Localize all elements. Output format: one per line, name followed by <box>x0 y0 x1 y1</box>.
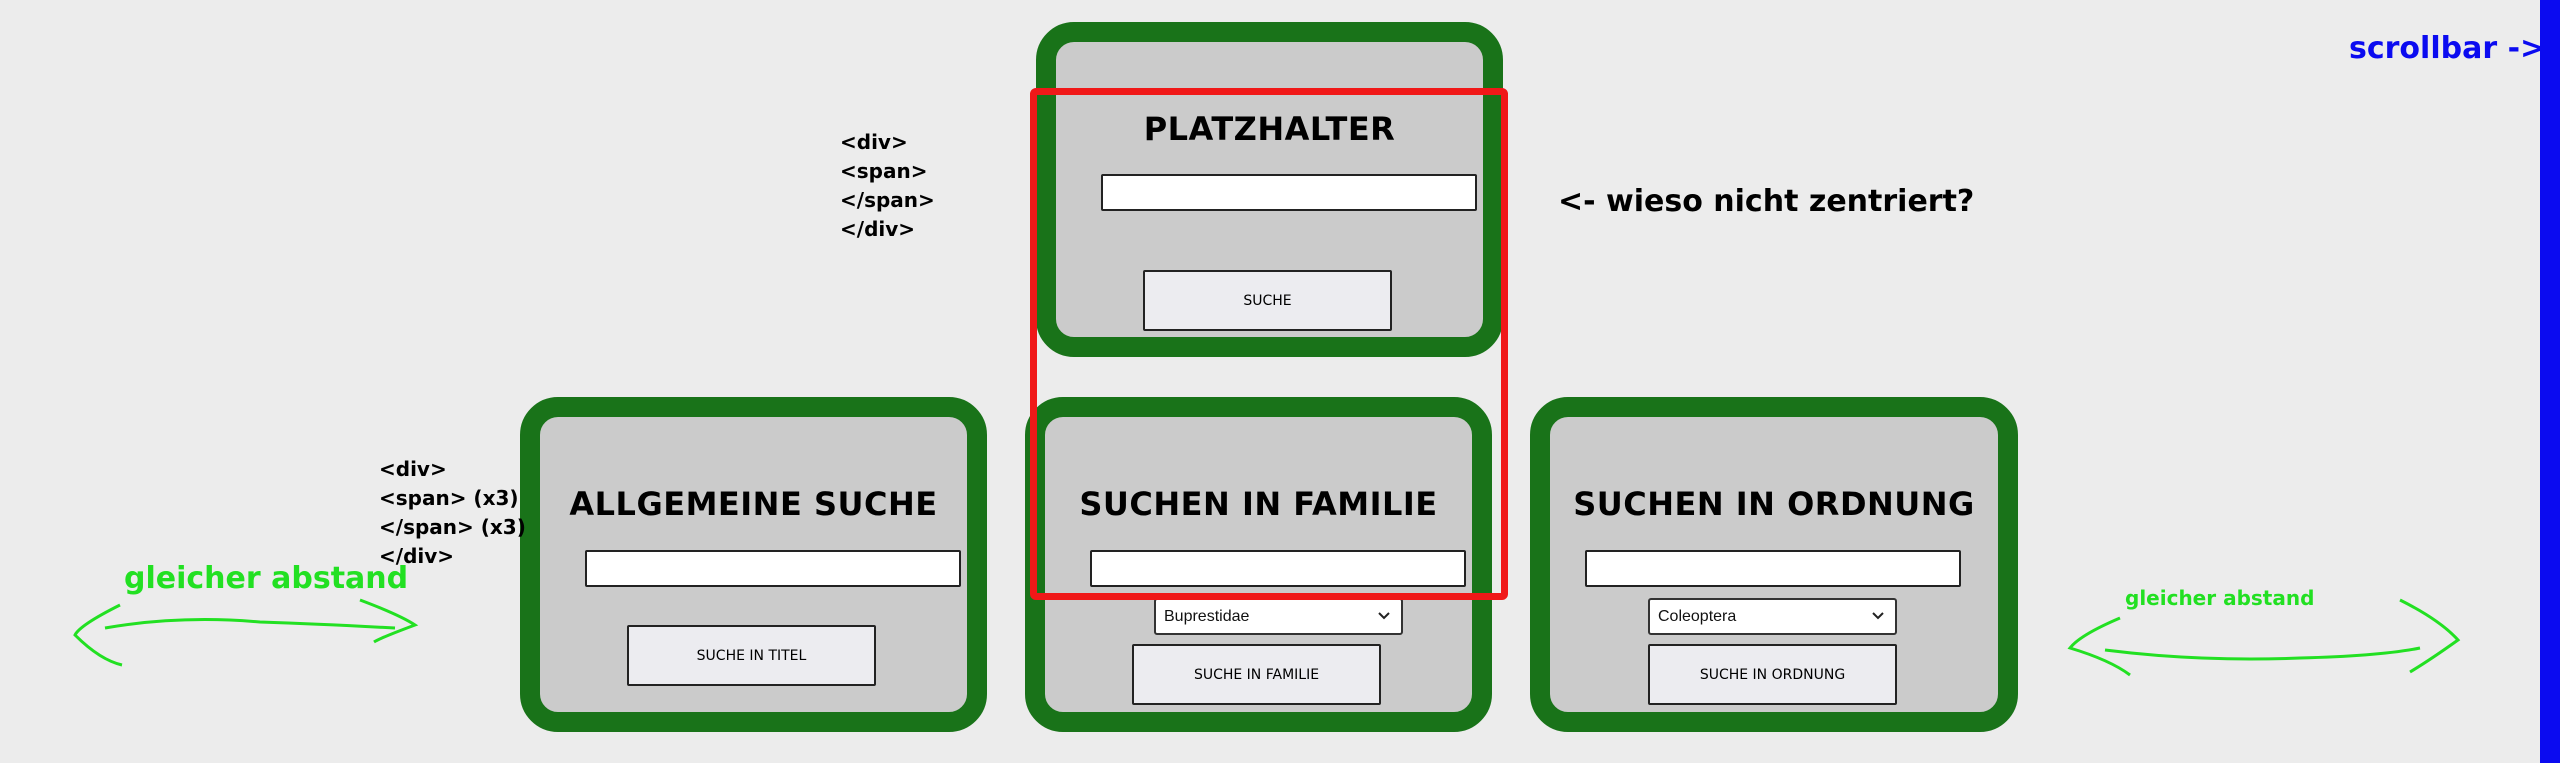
double-arrow-left-icon <box>73 598 419 667</box>
family-select[interactable]: Buprestidae <box>1154 598 1403 635</box>
chevron-down-icon <box>1378 612 1390 620</box>
general-search-title: ALLGEMEINE SUCHE <box>569 485 938 523</box>
placeholder-search-input[interactable] <box>1101 174 1477 211</box>
family-search-title: SUCHEN IN FAMILIE <box>1079 485 1438 523</box>
order-select-value: Coleoptera <box>1658 607 1737 625</box>
family-search-card: SUCHEN IN FAMILIE Buprestidae SUCHE IN F… <box>1025 397 1492 732</box>
family-search-input[interactable] <box>1090 550 1466 587</box>
search-button[interactable]: SUCHE <box>1143 270 1392 331</box>
equal-spacing-left-note: gleicher abstand <box>124 561 409 596</box>
search-order-button[interactable]: SUCHE IN ORDNUNG <box>1648 644 1897 705</box>
order-select[interactable]: Coleoptera <box>1648 598 1897 635</box>
top-markup-note: <div> <span> </span> </div> <box>840 130 935 241</box>
order-search-title: SUCHEN IN ORDNUNG <box>1573 485 1975 523</box>
equal-spacing-right-note: gleicher abstand <box>2125 586 2315 610</box>
left-markup-note: <div> <span> (x3) </span> (x3) </div> <box>379 457 526 568</box>
placeholder-title: PLATZHALTER <box>1143 110 1396 148</box>
placeholder-card: PLATZHALTER SUCHE <box>1036 22 1503 357</box>
search-family-button[interactable]: SUCHE IN FAMILIE <box>1132 644 1381 705</box>
scrollbar-note: scrollbar -> <box>2349 31 2546 66</box>
chevron-down-icon <box>1872 612 1884 620</box>
centering-question: <- wieso nicht zentriert? <box>1558 184 1975 219</box>
scrollbar[interactable] <box>2540 0 2560 763</box>
order-search-card: SUCHEN IN ORDNUNG Coleoptera SUCHE IN OR… <box>1530 397 2018 732</box>
general-search-card: ALLGEMEINE SUCHE SUCHE IN TITEL <box>520 397 987 732</box>
order-search-input[interactable] <box>1585 550 1961 587</box>
double-arrow-right-icon <box>2067 598 2461 677</box>
search-title-button[interactable]: SUCHE IN TITEL <box>627 625 876 686</box>
family-select-value: Buprestidae <box>1164 607 1250 625</box>
general-search-input[interactable] <box>585 550 961 587</box>
